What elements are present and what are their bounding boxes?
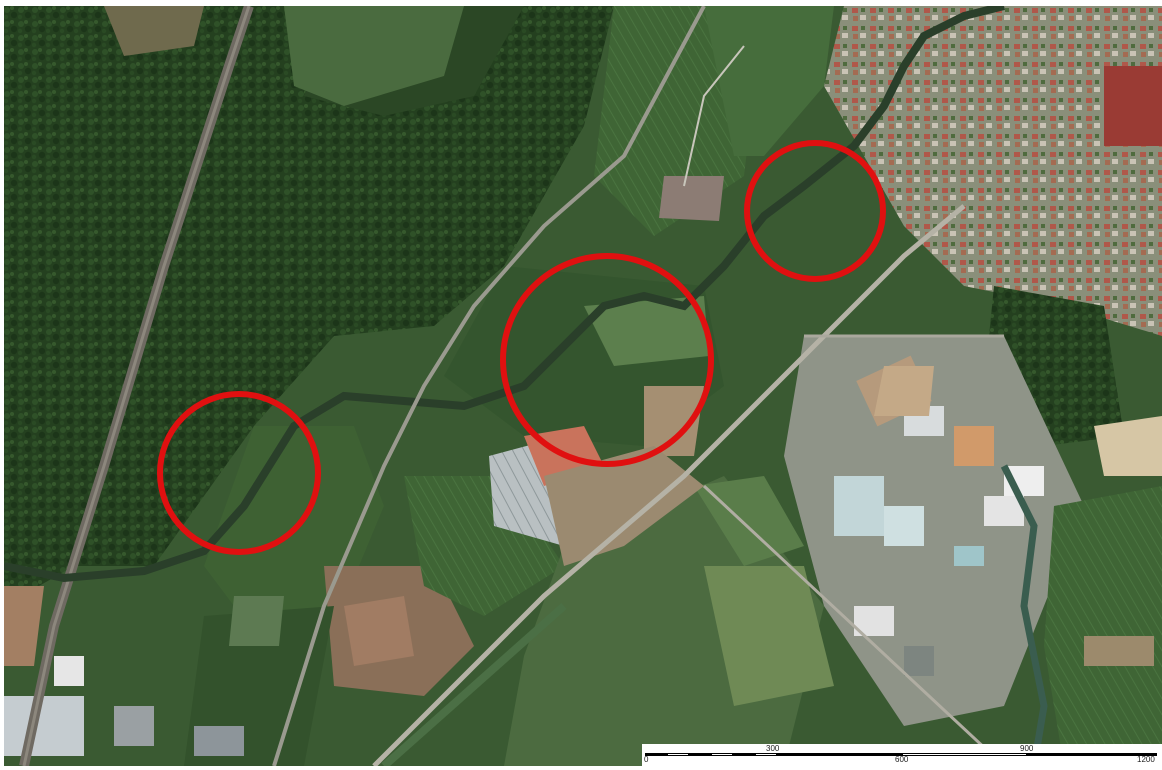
- scale-segment: [667, 753, 689, 756]
- satellite-imagery: [4, 6, 1162, 766]
- scale-label-1200: 1200: [1137, 755, 1155, 764]
- highlight-circle-west: [157, 391, 321, 555]
- scale-label-300: 300: [766, 744, 780, 753]
- satellite-map[interactable]: [4, 6, 1162, 766]
- scale-label-900: 900: [1020, 744, 1034, 753]
- scale-segment: [645, 753, 667, 756]
- scale-segment: [755, 753, 777, 756]
- scale-label-600: 600: [895, 755, 909, 764]
- scale-label-0: 0: [644, 755, 649, 764]
- scale-segment: [689, 753, 711, 756]
- scale-segment: [1027, 753, 1157, 756]
- highlight-circle-northeast: [744, 140, 886, 282]
- scale-segment: [711, 753, 733, 756]
- highlight-circle-center: [500, 253, 714, 467]
- scale-bar: 300 900 0 600 1200: [642, 744, 1162, 768]
- scale-segment: [733, 753, 755, 756]
- scale-segment: [902, 753, 1027, 756]
- scale-segment: [777, 753, 902, 756]
